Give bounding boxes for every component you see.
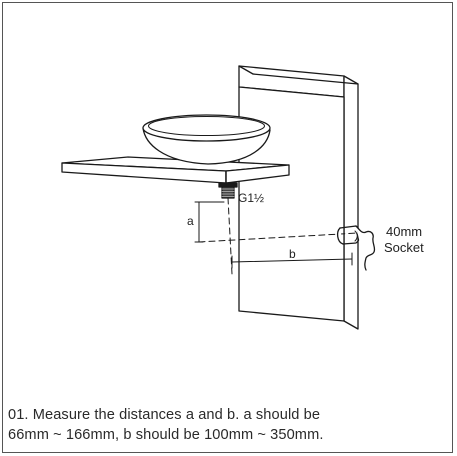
dimension-b-line [231, 252, 353, 269]
thread-size-label: G1½ [238, 191, 264, 205]
dimension-a-label: a [187, 214, 194, 228]
vessel-basin [142, 114, 271, 165]
caption-line-2: 66mm ~ 166mm, b should be 100mm ~ 350mm. [8, 427, 324, 443]
socket-word-label: Socket [384, 240, 424, 255]
caption-line-1: 01. Measure the distances a and b. a sho… [8, 407, 321, 423]
instruction-caption: 01. Measure the distances a and b. a sho… [8, 405, 452, 445]
countertop [61, 156, 290, 184]
drain-fitting-icon [218, 182, 238, 199]
instruction-panel [2, 2, 453, 453]
dimension-b-label: b [289, 247, 296, 261]
dimension-a-line [194, 201, 225, 243]
wall [238, 65, 359, 330]
socket-size-label: 40mm [386, 224, 422, 239]
wall-socket-icon [336, 225, 376, 271]
drain-centerlines [198, 197, 359, 275]
